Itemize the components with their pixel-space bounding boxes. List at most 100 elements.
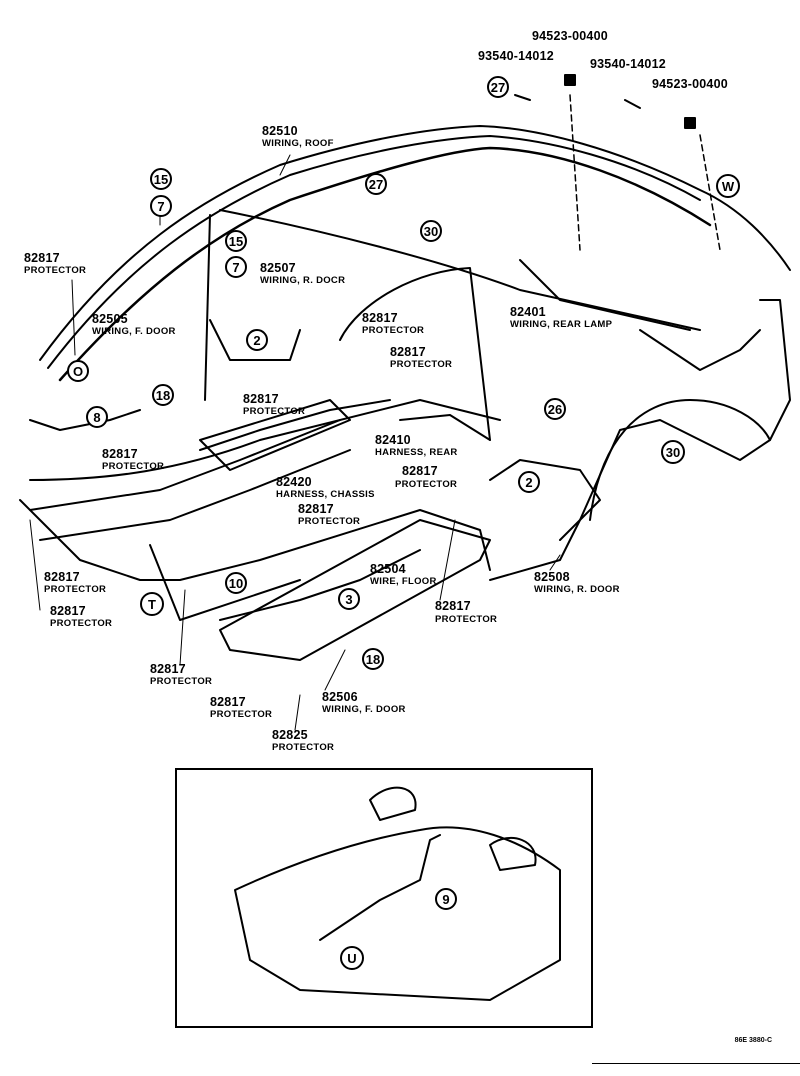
part-82817-c: 82817 [390,345,426,359]
desc-82817-c: PROTECTOR [390,359,453,370]
desc-82410: HARNESS, REAR [375,447,458,458]
desc-82505: WIRING, F. DOOR [92,326,176,337]
rear-harness [399,414,491,441]
body-side [489,299,791,581]
chassis-harness [199,399,391,451]
rear-lamp-harness [519,259,691,331]
callout-3: 3 [338,588,360,610]
desc-82504: WIRE, FLOOR [370,576,437,587]
callout-10: 10 [225,572,247,594]
desc-82817-l: PROTECTOR [210,709,273,720]
wheel-arch [589,399,771,521]
roof-inner [47,135,701,369]
leader-4 [569,94,581,251]
desc-82401: WIRING, REAR LAMP [510,319,613,330]
desc-82817-e: PROTECTOR [102,461,165,472]
desc-82420: HARNESS, CHASSIS [276,489,375,500]
part-93540-b: 93540-14012 [590,57,666,71]
part-82506: 82506 [322,690,358,704]
leader-6 [549,554,561,571]
desc-82817-k: PROTECTOR [150,676,213,687]
leader-10 [179,589,186,666]
desc-82506: WIRING, F. DOOR [322,704,406,715]
part-82825: 82825 [272,728,308,742]
part-82817-j: 82817 [435,599,471,613]
callout-O: O [67,360,89,382]
leader-8 [324,649,346,691]
roof-harness [58,146,712,382]
center-pillar [339,267,491,441]
callout-18b: 18 [362,648,384,670]
callout-26: 26 [544,398,566,420]
callout-2b: 2 [518,471,540,493]
clip-b [684,117,696,129]
part-82504: 82504 [370,562,406,576]
floor-wire [219,549,421,621]
seat-back [234,826,561,1001]
callout-30b: 30 [661,440,685,464]
r-door-wiring [209,319,301,361]
callout-2a: 2 [246,329,268,351]
floor-pan [19,499,491,581]
inset-seat-detail [175,768,593,1028]
desc-82510: WIRING, ROOF [262,138,334,149]
desc-82817-b: PROTECTOR [362,325,425,336]
callout-7b: 7 [225,256,247,278]
part-94523-a: 94523-00400 [532,29,608,43]
part-82817-g: 82817 [298,502,334,516]
desc-82817-j: PROTECTOR [435,614,498,625]
callout-U: U [340,946,364,970]
part-82505: 82505 [92,312,128,326]
part-82817-d: 82817 [243,392,279,406]
part-82817-h: 82817 [44,570,80,584]
screw-a [514,94,531,101]
rocker-front [219,519,491,661]
callout-30a: 30 [420,220,442,242]
part-82420: 82420 [276,475,312,489]
rear-door-harness [489,459,601,541]
desc-82507: WIRING, R. DOCR [260,275,346,286]
leader-11 [29,519,41,611]
headrest-right [489,836,537,871]
desc-82817-h: PROTECTOR [44,584,107,595]
part-82817-b: 82817 [362,311,398,325]
part-82817-l: 82817 [210,695,246,709]
callout-8: 8 [86,406,108,428]
floor-tunnel [29,399,501,481]
seat-harness [319,834,441,941]
leader-9 [294,694,301,731]
desc-82508: WIRING, R. DOOR [534,584,620,595]
part-82817-e: 82817 [102,447,138,461]
roof-bow [219,209,701,331]
callout-15a: 15 [150,168,172,190]
brace [149,544,301,621]
floor-channel-2 [39,449,351,541]
callout-18a: 18 [152,384,174,406]
callout-27a: 27 [487,76,509,98]
callout-27b: 27 [365,173,387,195]
leader-5 [699,134,721,251]
part-82508: 82508 [534,570,570,584]
part-82507: 82507 [260,261,296,275]
part-93540-a: 93540-14012 [478,49,554,63]
part-82401: 82401 [510,305,546,319]
part-82510: 82510 [262,124,298,138]
callout-T: T [140,592,164,616]
front-door-harness [29,409,141,431]
leader-7 [439,519,456,601]
leader-3 [279,154,291,176]
part-94523-b: 94523-00400 [652,77,728,91]
screw-b [624,99,641,109]
hatch-harness [639,329,761,371]
part-82817-k: 82817 [150,662,186,676]
part-82817-a: 82817 [24,251,60,265]
desc-82817-g: PROTECTOR [298,516,361,527]
callout-W: W [716,174,740,198]
desc-82817-d: PROTECTOR [243,406,306,417]
clip-a [564,74,576,86]
callout-7a: 7 [150,195,172,217]
floor-channel [29,419,341,511]
windshield-pillar [204,214,211,401]
headrest-left [369,786,417,821]
